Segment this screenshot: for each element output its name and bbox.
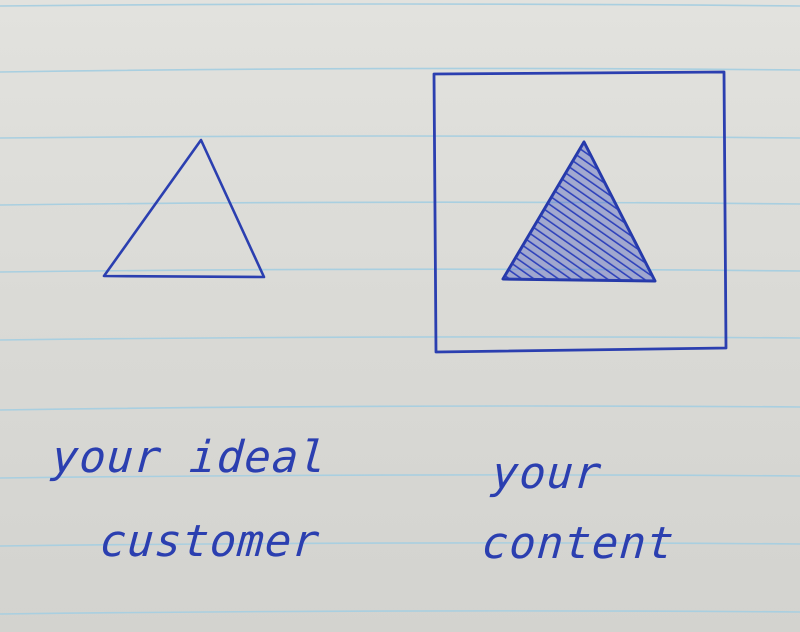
customer-triangle <box>102 138 266 279</box>
caption-content: content <box>480 518 677 569</box>
content-square <box>432 70 728 354</box>
caption-your: your <box>490 448 604 499</box>
caption-customer: customer <box>98 516 322 567</box>
caption-ideal: your ideal <box>50 432 329 483</box>
content-filled-triangle <box>501 140 657 283</box>
ruled-lines <box>0 3 800 615</box>
